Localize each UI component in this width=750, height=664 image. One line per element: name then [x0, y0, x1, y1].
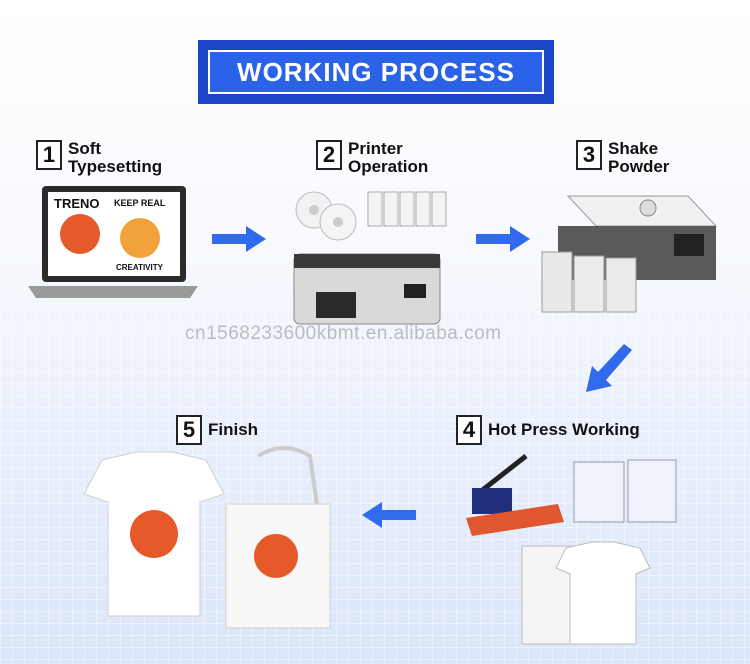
step-title: Printer Operation	[348, 140, 428, 176]
step-title-line: Typesetting	[68, 157, 163, 176]
step-title: Shake Powder	[608, 140, 669, 176]
heat-press-illustration	[466, 454, 677, 645]
watermark-text: cn1568233600kbmt.en.alibaba.com	[185, 323, 502, 344]
laptop-illustration: TRENO KEEP REAL CREATIVITY	[28, 186, 198, 298]
step-title-line: Powder	[608, 157, 670, 176]
step-title: Hot Press Working	[488, 415, 640, 445]
mascot-right	[120, 218, 160, 258]
transfer-sheets	[573, 459, 677, 523]
powder-bags	[541, 251, 637, 313]
step-4-label: 4 Hot Press Working	[456, 415, 640, 445]
artwork-title: TRENO	[54, 196, 100, 211]
laptop-base	[28, 286, 198, 298]
step-title-line: Hot Press Working	[488, 420, 640, 439]
mascot-left	[60, 214, 100, 254]
step-title-line: Shake	[608, 139, 659, 158]
page-title: WORKING PROCESS	[208, 50, 544, 94]
film-rolls	[295, 191, 357, 241]
step-2-label: 2 Printer Operation	[316, 140, 428, 176]
step-title-line: Operation	[348, 157, 429, 176]
arrow-right-icon	[476, 226, 530, 252]
heat-press	[466, 454, 564, 536]
step-number: 1	[36, 140, 62, 170]
shaker-illustration	[541, 195, 718, 313]
step-title-line: Soft	[68, 139, 102, 158]
printed-tshirt	[83, 451, 225, 617]
arrow-right-icon	[212, 226, 266, 252]
step-number: 4	[456, 415, 482, 445]
step-title-line: Printer	[348, 139, 403, 158]
blank-garments	[521, 541, 651, 645]
step-title: Finish	[208, 415, 258, 445]
step-5-label: 5 Finish	[176, 415, 258, 445]
title-banner: WORKING PROCESS	[198, 40, 554, 104]
printer-illustration	[293, 191, 447, 325]
step-title-line: Finish	[208, 420, 259, 439]
step-number: 3	[576, 140, 602, 170]
printer-body	[293, 253, 441, 325]
step-number: 2	[316, 140, 342, 170]
step-number: 5	[176, 415, 202, 445]
ink-bottles	[367, 191, 447, 227]
step-3-label: 3 Shake Powder	[576, 140, 669, 176]
artwork-subtitle: KEEP REAL	[114, 198, 166, 208]
step-title: Soft Typesetting	[68, 140, 162, 176]
printed-tote-bag	[225, 446, 331, 629]
arrow-left-icon	[362, 502, 416, 528]
arrow-down-left-icon	[586, 344, 632, 392]
artwork-caption: CREATIVITY	[116, 263, 164, 272]
step-1-label: 1 Soft Typesetting	[36, 140, 162, 176]
finished-products-illustration	[83, 446, 331, 629]
